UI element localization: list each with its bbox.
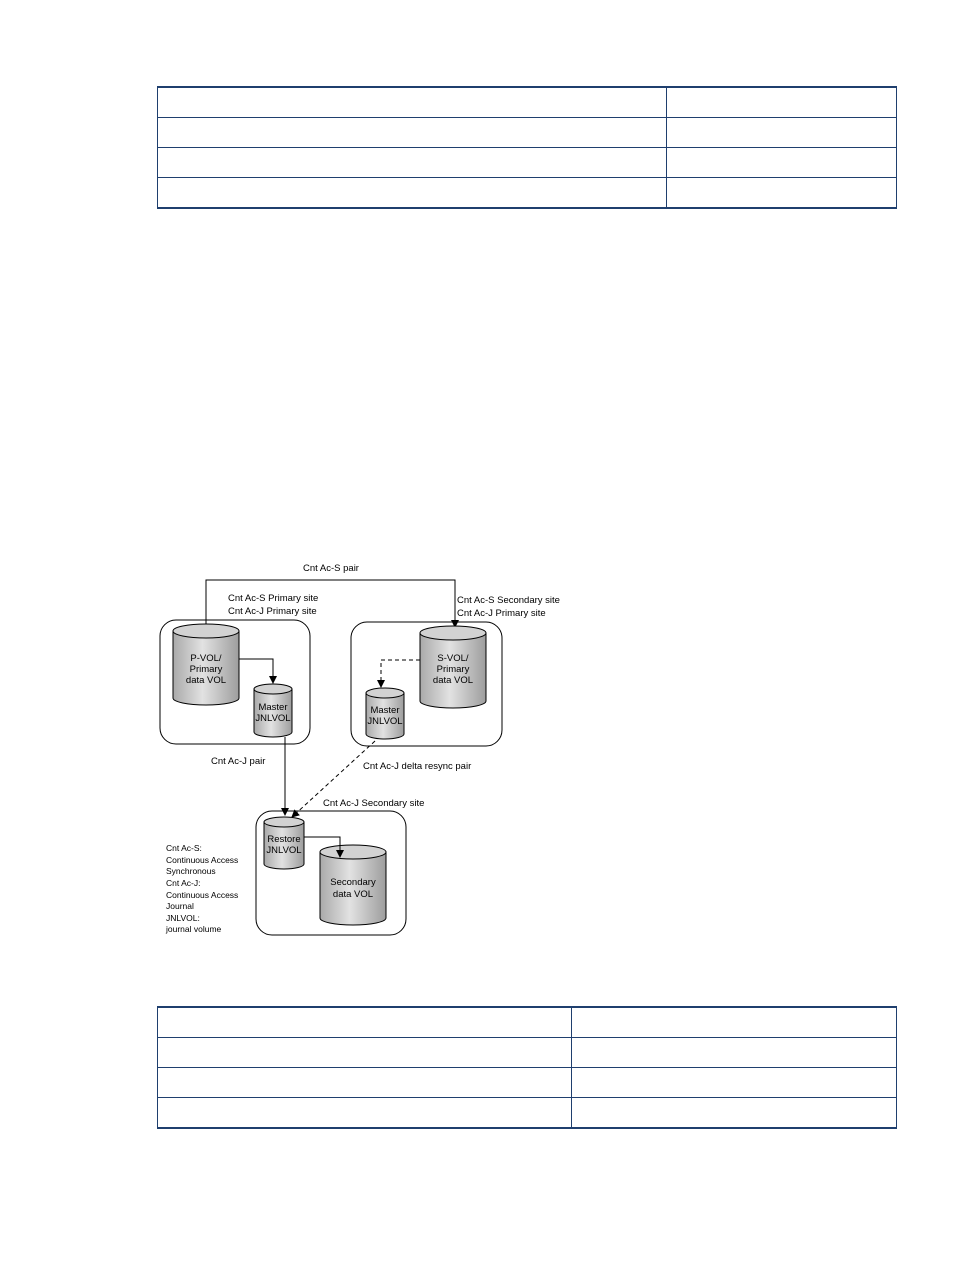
replication-diagram: Cnt Ac-S pair Cnt Ac-S Primary site Cnt …: [159, 563, 560, 936]
delta-resync-arrow: [291, 740, 376, 818]
acs-pair-label: Cnt Ac-S pair: [303, 563, 359, 574]
table-bottom: [157, 1006, 897, 1129]
table-cell: [157, 177, 667, 209]
restore-jnlvol-cylinder: [263, 816, 305, 870]
master-jnlvol-2-cylinder: [365, 687, 405, 740]
table-cell: [157, 1097, 572, 1129]
pvol-label-3: data VOL: [186, 675, 226, 686]
table-cell: [666, 117, 897, 148]
master-jnlvol-2-label-1: Master: [370, 705, 399, 716]
primary-site-label-2: Cnt Ac-J Primary site: [228, 606, 317, 617]
master-jnlvol-1-label-1: Master: [258, 702, 287, 713]
svol-label-3: data VOL: [433, 675, 473, 686]
svol-label-1: S-VOL/: [437, 653, 469, 664]
secondary-data-vol-label-2: data VOL: [333, 889, 373, 900]
legend-line: Continuous Access: [166, 855, 238, 865]
table-row: [157, 1037, 897, 1068]
table-cell: [666, 147, 897, 178]
acj-secondary-site-label: Cnt Ac-J Secondary site: [323, 798, 424, 809]
table-cell: [157, 1006, 572, 1038]
table-row: [157, 117, 897, 148]
legend-line: JNLVOL:: [166, 913, 200, 923]
table-cell: [157, 147, 667, 178]
table-cell: [571, 1067, 897, 1098]
table-cell: [571, 1006, 897, 1038]
table-cell: [157, 1067, 572, 1098]
restore-jnlvol-label-1: Restore: [267, 834, 300, 845]
table-cell: [571, 1037, 897, 1068]
acj-pair-label: Cnt Ac-J pair: [211, 756, 265, 767]
table-cell: [157, 86, 667, 118]
table-row: [157, 1097, 897, 1129]
master-jnlvol-2-label-2: JNLVOL: [367, 716, 402, 727]
restore-jnlvol-label-2: JNLVOL: [266, 845, 301, 856]
table-top: [157, 86, 897, 209]
pvol-label-1: P-VOL/: [190, 653, 222, 664]
restore-to-secondary-arrow: [304, 836, 344, 858]
master-jnlvol-1-cylinder: [253, 683, 293, 738]
legend-line: Synchronous: [166, 866, 216, 876]
svol-label-2: Primary: [437, 664, 470, 675]
secondary-site-label-1: Cnt Ac-S Secondary site: [457, 595, 560, 606]
table-cell: [666, 177, 897, 209]
table-cell: [666, 86, 897, 118]
legend-line: Cnt Ac-S:: [166, 843, 202, 853]
table-row: [157, 1067, 897, 1098]
pvol-to-master-arrow: [239, 658, 277, 684]
delta-resync-label: Cnt Ac-J delta resync pair: [363, 761, 471, 772]
legend: Cnt Ac-S: Continuous Access Synchronous …: [165, 843, 238, 934]
secondary-site-box: [350, 621, 503, 747]
primary-site-label-1: Cnt Ac-S Primary site: [228, 593, 318, 604]
acs-pair-line: [205, 579, 459, 628]
pvol-label-2: Primary: [190, 664, 223, 675]
table-row: [157, 147, 897, 178]
primary-site-box: [159, 619, 311, 745]
acj-secondary-site-box: [255, 810, 407, 936]
table-cell: [157, 1037, 572, 1068]
secondary-data-vol-label-1: Secondary: [330, 877, 376, 888]
master-jnlvol-1-label-2: JNLVOL: [255, 713, 290, 724]
table-row: [157, 177, 897, 209]
secondary-site-label-2: Cnt Ac-J Primary site: [457, 608, 546, 619]
legend-line: journal volume: [165, 924, 222, 934]
table-row: [157, 1006, 897, 1038]
table-cell: [571, 1097, 897, 1129]
svol-cylinder: [419, 625, 487, 709]
svol-to-master-dashed-arrow: [377, 659, 420, 688]
table-row: [157, 86, 897, 118]
legend-line: Continuous Access: [166, 890, 238, 900]
table-cell: [157, 117, 667, 148]
pvol-cylinder: [172, 623, 240, 706]
legend-line: Cnt Ac-J:: [166, 878, 200, 888]
legend-line: Journal: [166, 901, 194, 911]
